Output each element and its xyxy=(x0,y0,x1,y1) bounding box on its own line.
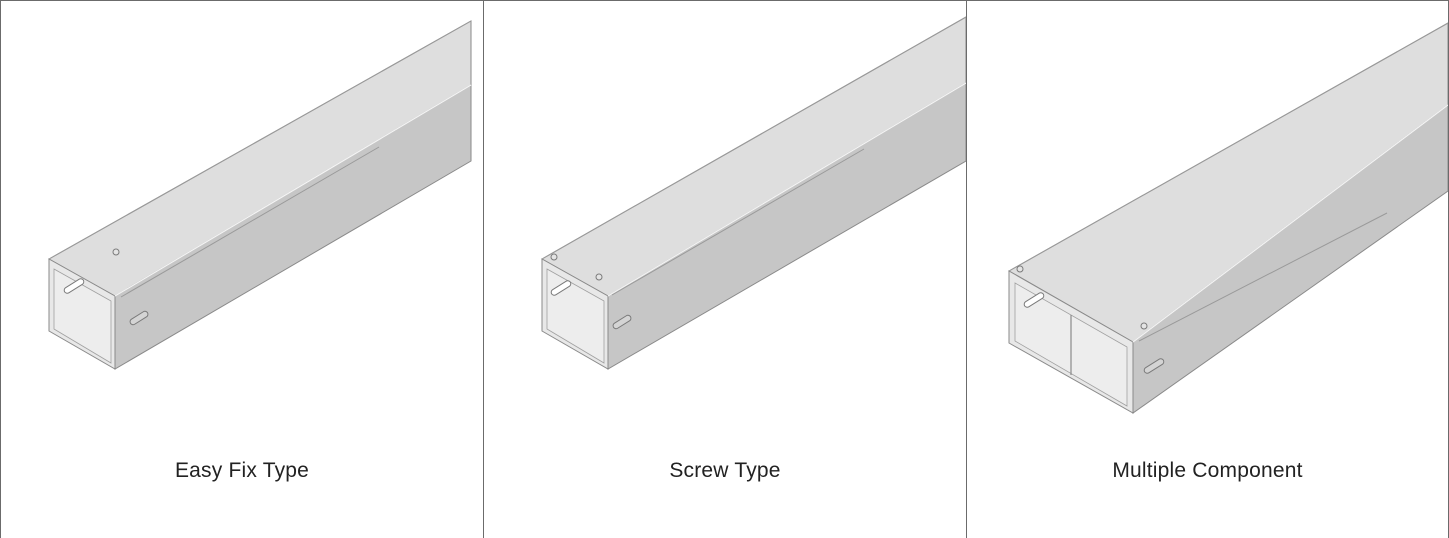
screw-icon xyxy=(1016,265,1024,273)
side-slot xyxy=(1143,358,1165,374)
trunking-easy-fix-image xyxy=(47,20,472,370)
trunking-multiple-component-image xyxy=(1007,22,1448,414)
front-slot xyxy=(1023,292,1045,308)
screw-icon xyxy=(550,253,558,261)
front-slot xyxy=(550,280,572,296)
trunking-screw-image xyxy=(540,16,966,370)
screw-icon xyxy=(1140,322,1148,330)
trunking-inner-cavity xyxy=(546,268,605,364)
panel-easy-fix[interactable]: Easy Fix Type xyxy=(0,1,483,538)
side-slot xyxy=(129,310,149,326)
panel-screw-type[interactable]: Screw Type xyxy=(483,1,966,538)
side-slot xyxy=(612,314,632,330)
caption-multiple-component: Multiple Component xyxy=(1112,459,1303,482)
front-slot xyxy=(63,278,85,294)
screw-icon xyxy=(112,248,120,256)
caption-easy-fix: Easy Fix Type xyxy=(174,459,310,482)
caption-screw-type: Screw Type xyxy=(669,459,781,482)
panel-multiple-component[interactable]: Multiple Component xyxy=(966,1,1449,538)
screw-icon xyxy=(595,273,603,281)
